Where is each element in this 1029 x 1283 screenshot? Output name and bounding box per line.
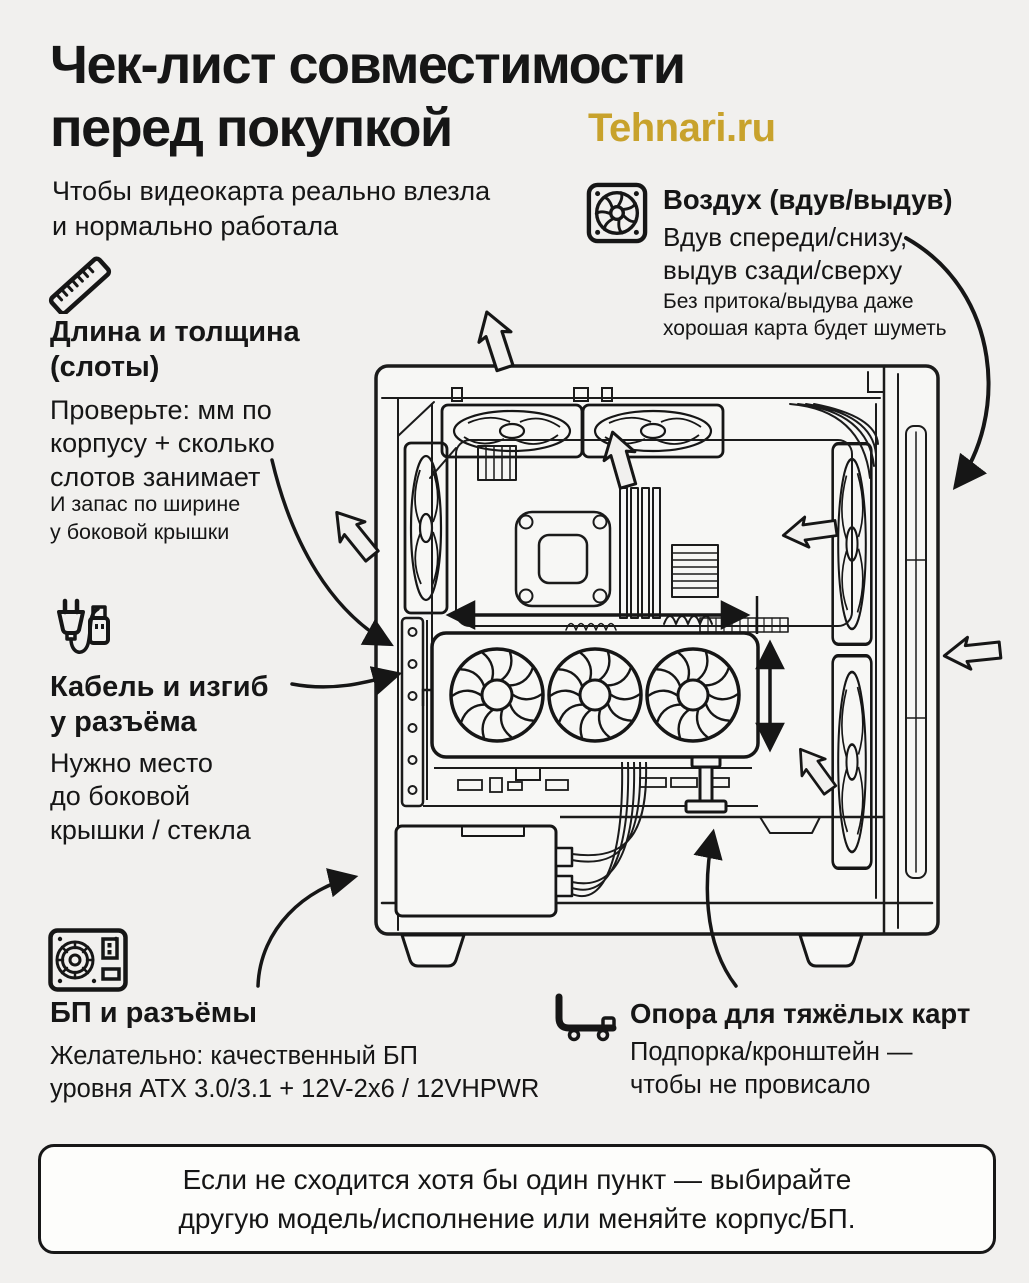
callout-arrows xyxy=(256,236,991,988)
plug-cable-icon xyxy=(57,598,110,654)
cable-body: Нужно место до боковой крышки / стекла xyxy=(50,748,251,845)
case-feet xyxy=(400,933,864,968)
psu-icon xyxy=(48,928,128,992)
psu-body: Желательно: качественный БП уровня ATX 3… xyxy=(50,1042,540,1104)
gpu-length-arrow xyxy=(445,596,759,634)
vrm-heatsink xyxy=(671,544,719,598)
gpu-card xyxy=(430,631,760,759)
psu-heading: БП и разъёмы xyxy=(50,997,258,1029)
psu-shroud xyxy=(560,815,884,834)
airflow-top-exhaust-arrow xyxy=(469,305,523,375)
page-subtitle: Чтобы видеокарта реально влезла и нормал… xyxy=(52,176,491,242)
length-callout-arrow xyxy=(270,458,394,647)
ruler-icon xyxy=(48,256,112,314)
length-note: И запас по ширине у боковой крышки xyxy=(50,492,241,544)
air-callout-arrow xyxy=(904,236,991,491)
io-bracket xyxy=(400,616,432,808)
airflow-front-intake-arrow xyxy=(941,632,1004,674)
gpu-bracket-icon xyxy=(555,993,617,1042)
psu-callout-arrow xyxy=(256,868,359,988)
air-body: Вдув спереди/снизу, выдув сзади/сверху xyxy=(663,222,908,286)
support-callout-arrow xyxy=(693,828,738,988)
air-heading: Воздух (вдув/выдув) xyxy=(663,184,953,215)
cable-heading: Кабель и изгиб у разъёма xyxy=(50,671,269,739)
air-note: Без притока/выдува даже хорошая карта бу… xyxy=(663,290,947,340)
length-heading: Длина и толщина (слоты) xyxy=(50,316,300,384)
support-heading: Опора для тяжёлых карт xyxy=(630,998,971,1029)
footer-text: Если не сходится хотя бы один пункт — вы… xyxy=(178,1163,856,1234)
top-exhaust-fans xyxy=(440,387,725,459)
length-body: Проверьте: мм по корпусу + сколько слото… xyxy=(50,395,275,492)
case-front-panel xyxy=(867,364,927,936)
psu-box xyxy=(394,824,574,918)
gpu-support-bracket xyxy=(684,755,728,814)
brand-logo: Tehnari.ru xyxy=(588,106,776,150)
support-body: Подпорка/кронштейн — чтобы не провисало xyxy=(630,1038,913,1100)
page-title: Чек-лист совместимости перед покупкой xyxy=(50,35,686,158)
gpu-power-cables xyxy=(571,761,648,897)
footer-banner: Если не сходится хотя бы один пункт — вы… xyxy=(38,1144,996,1254)
pc-case-diagram xyxy=(256,236,1004,988)
fan-icon xyxy=(586,182,648,244)
cable-callout-arrow xyxy=(290,666,403,695)
